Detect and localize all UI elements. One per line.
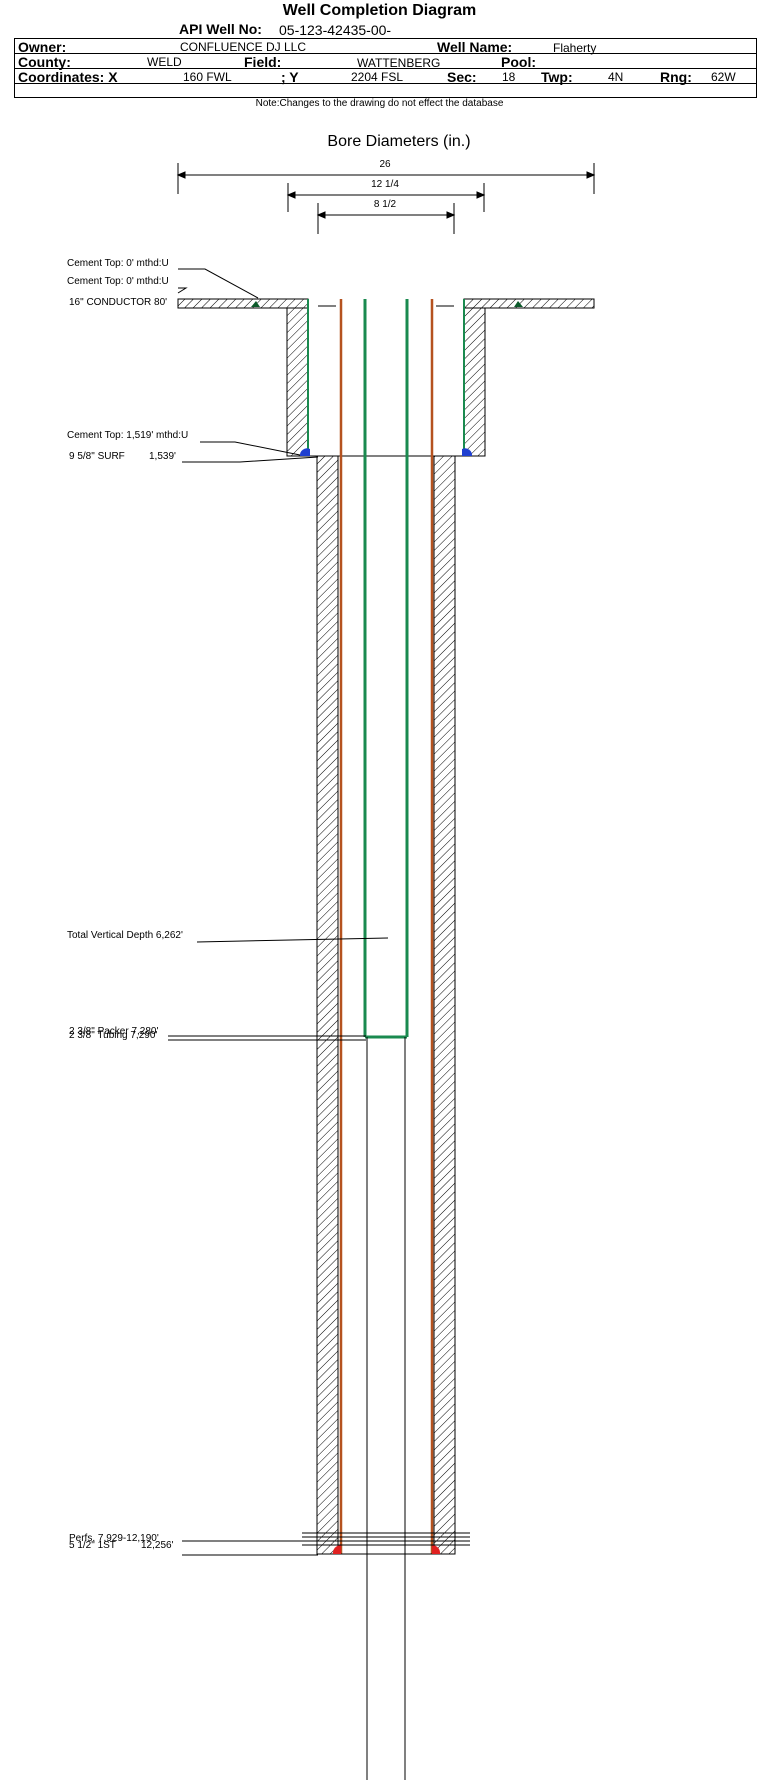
- bore-dim-8-1-2: 8 1/2: [373, 199, 397, 210]
- well-name-value: Flaherty: [553, 41, 597, 55]
- api-label: API Well No:: [179, 21, 262, 37]
- field-value: WATTENBERG: [357, 56, 441, 70]
- surface-casing-label: 9 5/8" SURF: [69, 451, 125, 462]
- owner-label: Owner:: [18, 39, 67, 55]
- rng-value: 62W: [711, 70, 736, 84]
- pool-label: Pool:: [501, 54, 536, 70]
- total-vertical-depth-label: Total Vertical Depth 6,262': [67, 930, 183, 941]
- cement-top-label-3: Cement Top: 1,519' mthd:U: [67, 430, 189, 441]
- diagram-title: Well Completion Diagram: [282, 2, 477, 19]
- coord-y-label: ; Y: [281, 69, 299, 85]
- production-casing-label: 5 1/2" 1ST: [69, 1540, 116, 1551]
- county-value: WELD: [147, 55, 182, 69]
- tubing: [363, 299, 409, 1780]
- twp-label: Twp:: [541, 69, 573, 85]
- bore-diameters-title: Bore Diameters (in.): [327, 133, 471, 150]
- bore-dim-12-1-4: 12 1/4: [371, 179, 399, 190]
- bore-dim-26: 26: [379, 159, 391, 170]
- api-value: 05-123-42435-00-: [279, 22, 392, 38]
- tubing-label: 2 3/8" Tubing 7,290': [69, 1030, 158, 1041]
- sec-label: Sec:: [447, 69, 477, 85]
- sec-value: 18: [502, 70, 516, 84]
- coord-x-label: Coordinates: X: [18, 69, 118, 85]
- twp-value: 4N: [608, 70, 624, 84]
- packer-label: 2 3/8" Packer 7,280': [69, 1026, 159, 1037]
- bore-dimension-lines: [176, 163, 596, 234]
- cement-top-label-1: Cement Top: 0' mthd:U: [67, 258, 169, 269]
- header-table: Owner: CONFLUENCE DJ LLC Well Name: Flah…: [14, 38, 757, 98]
- surface-casing: [286, 299, 486, 457]
- conductor-casing: [177, 298, 595, 309]
- production-casing-depth: 12,256': [141, 1540, 174, 1551]
- perforations-label: Perfs. 7,929-12,190': [69, 1533, 159, 1544]
- coord-y-value: 2204 FSL: [351, 70, 404, 84]
- owner-value: CONFLUENCE DJ LLC: [180, 40, 307, 54]
- well-name-label: Well Name:: [437, 39, 513, 55]
- county-label: County:: [18, 54, 71, 70]
- field-label: Field:: [244, 54, 282, 70]
- database-note: Note:Changes to the drawing do not effec…: [255, 98, 504, 109]
- rng-label: Rng:: [660, 69, 692, 85]
- conductor-label: 16" CONDUCTOR 80': [69, 297, 168, 308]
- surface-casing-depth: 1,539': [149, 451, 176, 462]
- cement-top-label-2: Cement Top: 0' mthd:U: [67, 276, 169, 287]
- coord-x-value: 160 FWL: [183, 70, 232, 84]
- leader-lines: [168, 268, 389, 1556]
- production-casing: [316, 299, 456, 1555]
